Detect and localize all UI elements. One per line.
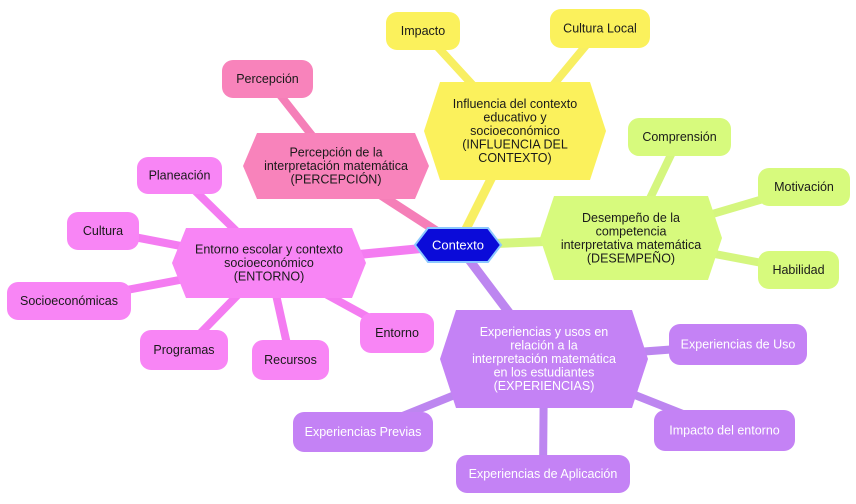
branch-desempeno-label-line: Desempeño de la — [582, 211, 680, 225]
leaf-experiencias-1-box — [654, 410, 795, 451]
branch-entorno-label-line: Entorno escolar y contexto — [195, 243, 343, 257]
leaf-entorno-0-label: Planeación — [149, 169, 211, 183]
branch-entorno-label-line: socioeconómico — [224, 256, 314, 270]
leaf-influencia-1-label: Cultura Local — [563, 22, 637, 36]
branch-experiencias-label-line: interpretación matemática — [472, 352, 616, 366]
leaf-desempeno-2-box — [758, 251, 839, 289]
branch-experiencias-label-line: relación a la — [510, 339, 577, 353]
branch-influencia-hexagon — [424, 82, 606, 180]
branch-desempeno-hexagon — [540, 196, 722, 280]
leaf-influencia-0-label: Impacto — [401, 24, 446, 38]
branch-entorno-label-line: (ENTORNO) — [234, 270, 305, 284]
branch-percepcion-label-line: (PERCEPCIÓN) — [291, 172, 382, 187]
leaf-entorno-5-box — [360, 313, 434, 353]
leaf-experiencias-0-label: Experiencias de Uso — [681, 338, 796, 352]
leaf-percepcion-0-box — [222, 60, 313, 98]
branch-influencia-label-line: socioeconómico — [470, 124, 560, 138]
leaf-desempeno-0-box — [628, 118, 731, 156]
leaf-experiencias-1-label: Impacto del entorno — [669, 424, 780, 438]
leaf-desempeno-0-label: Comprensión — [642, 130, 716, 144]
leaf-entorno-1-label: Cultura — [83, 224, 123, 238]
leaf-desempeno-1-label: Motivación — [774, 180, 834, 194]
leaf-percepcion-0-label: Percepción — [236, 72, 299, 86]
leaf-desempeno-2-label: Habilidad — [772, 263, 824, 277]
leaf-entorno-0-box — [137, 157, 222, 194]
leaf-experiencias-2-label: Experiencias de Aplicación — [469, 467, 618, 481]
leaf-desempeno-1-box — [758, 168, 850, 206]
leaf-entorno-2-label: Socioeconómicas — [20, 294, 118, 308]
leaf-entorno-4-label: Recursos — [264, 353, 317, 367]
root-label: Contexto — [432, 238, 484, 253]
leaf-entorno-4-box — [252, 340, 329, 380]
leaf-entorno-3-label: Programas — [153, 343, 214, 357]
leaf-influencia-0-box — [386, 12, 460, 50]
leaf-entorno-5-label: Entorno — [375, 326, 419, 340]
leaf-entorno-1-box — [67, 212, 139, 250]
branch-influencia-label-line: (INFLUENCIA DEL — [462, 138, 568, 152]
branch-influencia-label-line: educativo y — [483, 111, 547, 125]
branch-entorno-hexagon — [172, 228, 366, 298]
branch-influencia-label-line: Influencia del contexto — [453, 97, 577, 111]
branch-desempeno-label-line: interpretativa matemática — [561, 238, 701, 252]
branch-experiencias-label-line: (EXPERIENCIAS) — [494, 379, 595, 393]
leaf-experiencias-0-box — [669, 324, 807, 365]
root-hexagon — [413, 227, 503, 263]
leaf-experiencias-3-box — [293, 412, 433, 452]
leaf-experiencias-3-label: Experiencias Previas — [305, 425, 422, 439]
branch-percepcion-hexagon — [243, 133, 429, 199]
branch-experiencias-label-line: en los estudiantes — [494, 366, 595, 380]
branch-influencia-label-line: CONTEXTO) — [478, 151, 551, 165]
branch-experiencias-label-line: Experiencias y usos en — [480, 325, 609, 339]
leaf-entorno-3-box — [140, 330, 228, 370]
branch-desempeno-label-line: competencia — [596, 224, 667, 238]
branch-percepcion-label-line: Percepción de la — [289, 146, 382, 160]
branch-experiencias-hexagon — [440, 310, 648, 408]
leaf-experiencias-2-box — [456, 455, 630, 493]
branch-desempeno-label-line: (DESEMPEÑO) — [587, 251, 675, 265]
leaf-entorno-2-box — [7, 282, 131, 320]
leaf-influencia-1-box — [550, 9, 650, 48]
branch-percepcion-label-line: interpretación matemática — [264, 159, 408, 173]
